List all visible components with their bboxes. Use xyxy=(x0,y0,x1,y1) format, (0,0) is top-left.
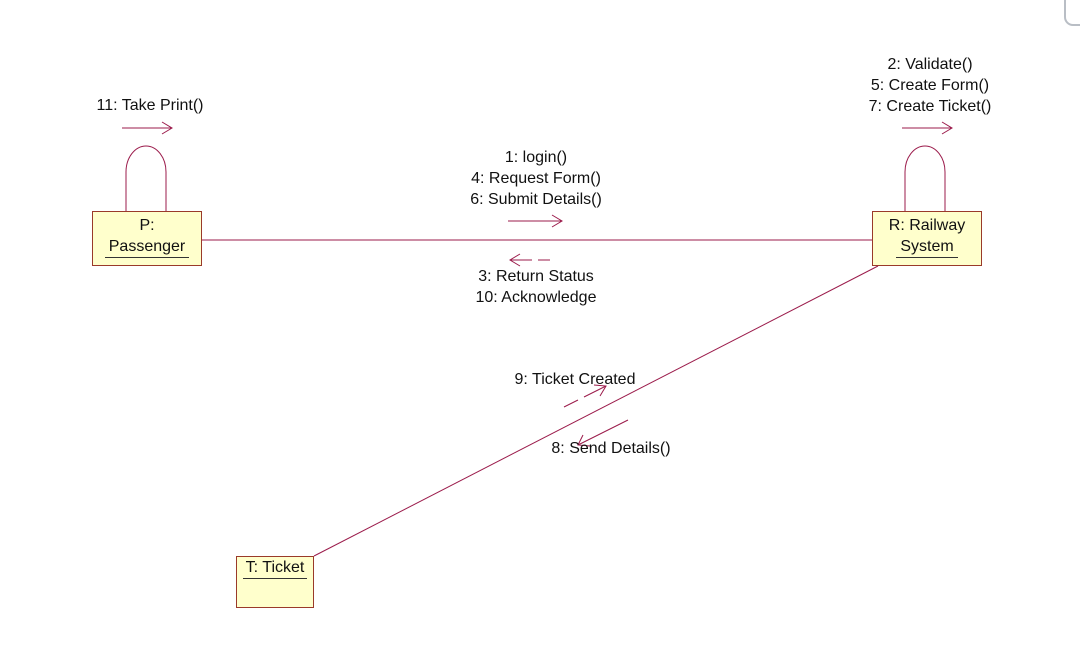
arrow-send-details-icon xyxy=(577,419,629,447)
message-passenger-to-railway: 1: login() 4: Request Form() 6: Submit D… xyxy=(446,147,626,210)
message-passenger-self: 11: Take Print() xyxy=(80,95,220,116)
arrow-take-print-icon xyxy=(122,121,173,135)
object-railway-line2: System xyxy=(896,236,958,258)
object-ticket-line1: T: Ticket xyxy=(242,557,308,579)
arrow-r-to-p-icon xyxy=(509,253,550,267)
object-passenger-line1: P: xyxy=(139,217,155,234)
message-label: 6: Submit Details() xyxy=(470,191,602,208)
self-loop-railway[interactable] xyxy=(904,145,946,211)
message-label: 10: Acknowledge xyxy=(475,289,597,306)
message-label: 11: Take Print() xyxy=(96,97,204,114)
message-railway-to-ticket: 8: Send Details() xyxy=(536,438,686,459)
object-passenger[interactable]: P: Passenger xyxy=(92,211,202,266)
arrow-ticket-created-icon xyxy=(563,384,607,408)
self-loop-passenger[interactable] xyxy=(125,145,167,211)
message-label: 2: Validate() xyxy=(887,56,973,73)
message-label: 3: Return Status xyxy=(478,268,594,285)
message-railway-to-passenger: 3: Return Status 10: Acknowledge xyxy=(446,266,626,308)
message-label: 1: login() xyxy=(504,149,568,166)
object-ticket[interactable]: T: Ticket xyxy=(236,556,314,608)
object-railway-line1: R: Railway xyxy=(888,217,966,234)
message-label: 7: Create Ticket() xyxy=(868,98,992,115)
object-passenger-line2: Passenger xyxy=(104,236,190,258)
message-railway-self: 2: Validate() 5: Create Form() 7: Create… xyxy=(850,54,1010,117)
message-label: 9: Ticket Created xyxy=(514,371,636,388)
message-label: 8: Send Details() xyxy=(551,440,671,457)
message-ticket-to-railway: 9: Ticket Created xyxy=(500,369,650,390)
arrow-p-to-r-icon xyxy=(508,214,563,228)
window-corner xyxy=(1064,0,1080,26)
arrow-railway-self-icon xyxy=(902,121,953,135)
link-railway-ticket[interactable] xyxy=(313,265,879,557)
message-label: 5: Create Form() xyxy=(870,77,990,94)
message-label: 4: Request Form() xyxy=(471,170,601,187)
object-railway-system[interactable]: R: Railway System xyxy=(872,211,982,266)
